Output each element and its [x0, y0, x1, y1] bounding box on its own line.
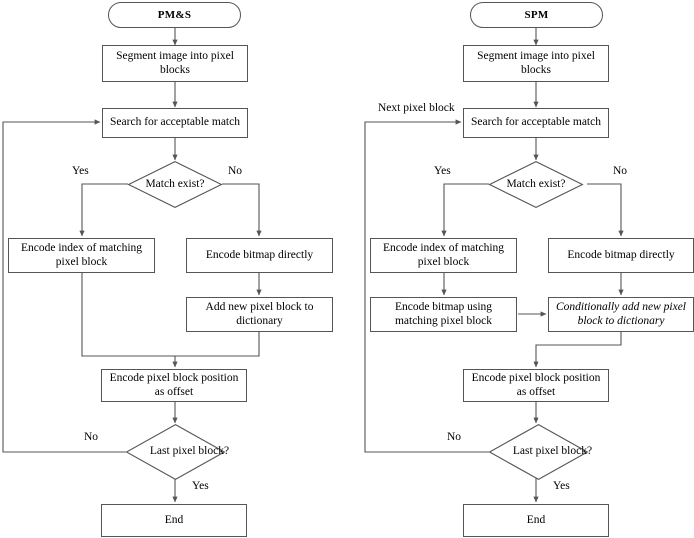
left-last-no-label: No [84, 431, 99, 443]
left-add-block-label: Add new pixel block to dictionary [205, 300, 314, 327]
right-last-decision[interactable]: Last pixel block? [488, 423, 592, 481]
right-conditional-add-box[interactable]: Conditionally add new pixel block to dic… [548, 297, 694, 332]
left-segment-label: Segment image into pixel blocks [116, 49, 234, 76]
left-encode-index-label: Encode index of matching pixel block [20, 241, 143, 268]
left-search-label: Search for acceptable match [110, 116, 240, 129]
left-match-label: Match exist? [145, 177, 205, 190]
right-encode-offset-label: Encode pixel block position as offset [471, 371, 601, 398]
right-last-label: Last pixel block? [512, 445, 593, 458]
right-match-no-label: No [613, 165, 628, 177]
right-match-diamond-shape [488, 160, 584, 209]
right-last-diamond-shape [488, 423, 589, 481]
left-match-no-label: No [228, 165, 243, 177]
left-match-decision[interactable]: Match exist? [127, 160, 223, 209]
left-start-terminator[interactable]: PM&S [108, 2, 241, 28]
left-encode-bitmap-box[interactable]: Encode bitmap directly [186, 238, 333, 273]
left-start-label: PM&S [157, 8, 192, 21]
left-last-decision[interactable]: Last pixel block? [125, 423, 229, 481]
right-match-decision[interactable]: Match exist? [488, 160, 584, 209]
left-last-yes-label: Yes [192, 480, 209, 492]
left-encode-offset-box[interactable]: Encode pixel block position as offset [101, 369, 247, 402]
left-end-box[interactable]: End [101, 504, 247, 537]
left-match-yes-label: Yes [72, 165, 89, 177]
left-encode-bitmap-label: Encode bitmap directly [205, 248, 314, 261]
left-encode-index-box[interactable]: Encode index of matching pixel block [8, 238, 155, 273]
right-search-label: Search for acceptable match [471, 116, 601, 129]
right-segment-label: Segment image into pixel blocks [477, 49, 595, 76]
right-search-box[interactable]: Search for acceptable match [463, 108, 609, 138]
right-encode-using-match-box[interactable]: Encode bitmap using matching pixel block [370, 297, 517, 332]
left-segment-box[interactable]: Segment image into pixel blocks [102, 45, 248, 82]
right-encode-offset-box[interactable]: Encode pixel block position as offset [463, 369, 609, 402]
right-match-yes-label: Yes [434, 165, 451, 177]
left-encode-offset-label: Encode pixel block position as offset [109, 371, 239, 398]
right-end-box[interactable]: End [463, 504, 609, 537]
right-last-yes-label: Yes [553, 480, 570, 492]
left-match-diamond-shape [127, 160, 223, 209]
left-search-box[interactable]: Search for acceptable match [102, 108, 248, 138]
right-encode-index-box[interactable]: Encode index of matching pixel block [370, 238, 517, 273]
right-encode-bitmap-box[interactable]: Encode bitmap directly [548, 238, 694, 273]
left-end-label: End [164, 513, 184, 526]
right-segment-box[interactable]: Segment image into pixel blocks [463, 45, 609, 82]
right-match-label: Match exist? [506, 177, 566, 190]
right-start-terminator[interactable]: SPM [470, 2, 603, 28]
left-add-block-box[interactable]: Add new pixel block to dictionary [186, 297, 333, 332]
right-end-label: End [526, 513, 546, 526]
right-conditional-add-label: Conditionally add new pixel block to dic… [556, 300, 686, 327]
left-last-diamond-shape [125, 423, 226, 481]
right-encode-index-label: Encode index of matching pixel block [382, 241, 505, 268]
left-last-label: Last pixel block? [149, 445, 230, 458]
right-encode-bitmap-label: Encode bitmap directly [567, 248, 675, 261]
right-loop-back-label: Next pixel block [378, 102, 455, 114]
right-start-label: SPM [524, 8, 549, 21]
right-last-no-label: No [447, 431, 462, 443]
right-encode-using-match-label: Encode bitmap using matching pixel block [394, 300, 493, 327]
